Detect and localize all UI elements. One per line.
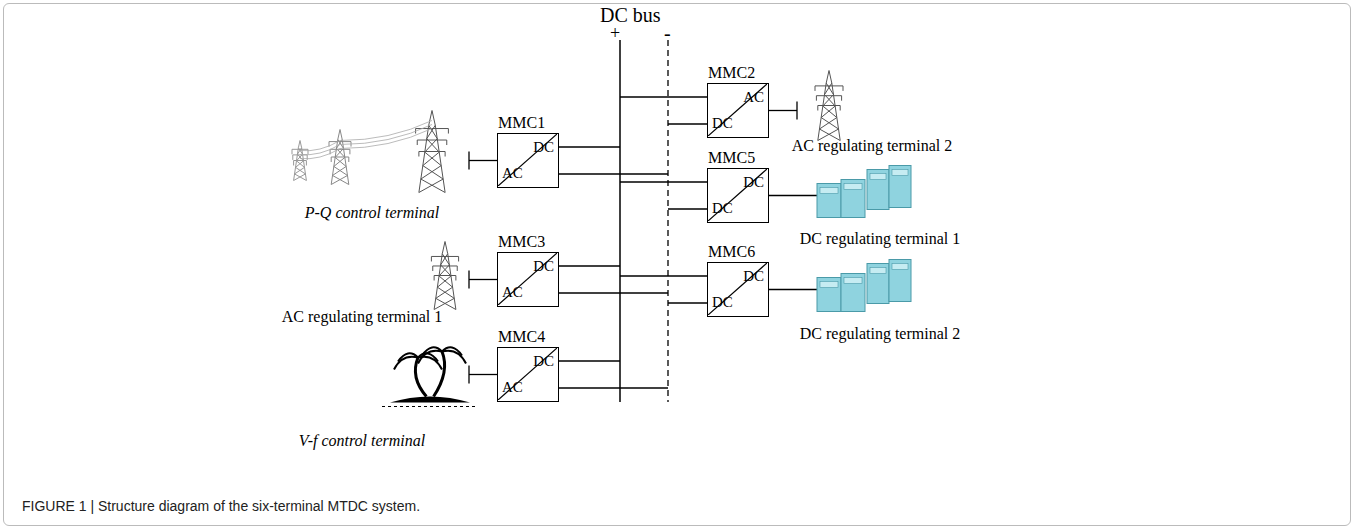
dc-load-cabinet <box>817 166 911 218</box>
port-type: DC <box>533 259 554 274</box>
wire <box>668 302 707 303</box>
wire <box>620 181 707 182</box>
port-type: DC <box>743 269 764 284</box>
converter-box: MMC2ACDC <box>707 83 769 138</box>
wire <box>620 96 707 97</box>
port-type: DC <box>712 295 733 310</box>
transmission-tower <box>815 71 843 141</box>
port-type: DC <box>712 201 733 216</box>
wire <box>559 173 668 174</box>
figure-frame <box>3 3 1351 526</box>
port-type: DC <box>533 140 554 155</box>
island-palm <box>382 347 478 406</box>
converter-box: MMC6DCDC <box>707 262 769 317</box>
wire <box>559 360 620 361</box>
transmission-tower <box>416 111 449 193</box>
wire <box>668 208 707 209</box>
wire <box>559 265 620 266</box>
bus-label: + <box>610 24 620 44</box>
converter-box: MMC5DCDC <box>707 168 769 223</box>
wire <box>769 289 817 290</box>
wire <box>559 146 620 147</box>
wire <box>769 110 797 111</box>
wire <box>559 292 668 293</box>
wire <box>468 271 469 289</box>
transmission-tower <box>329 130 351 185</box>
figure-caption: FIGURE 1 | Structure diagram of the six-… <box>22 498 420 514</box>
bus-label: - <box>664 22 671 44</box>
wire <box>468 366 469 384</box>
converter-box: MMC4DCAC <box>497 347 559 402</box>
transmission-tower <box>431 242 458 310</box>
port-type: DC <box>533 354 554 369</box>
wire <box>468 152 469 170</box>
converter-name: MMC3 <box>498 234 545 250</box>
wire <box>769 195 817 196</box>
converter-box: MMC3DCAC <box>497 252 559 307</box>
terminal-label: DC regulating terminal 2 <box>800 325 960 343</box>
port-type: AC <box>502 166 523 181</box>
port-type: DC <box>712 116 733 131</box>
wire <box>469 160 497 161</box>
converter-name: MMC4 <box>498 329 545 345</box>
port-type: AC <box>743 90 764 105</box>
wire <box>796 102 797 120</box>
wire <box>469 374 497 375</box>
terminal-label: V-f control terminal <box>299 432 426 450</box>
transmission-tower <box>292 141 308 181</box>
dc-bus-negative <box>667 40 668 402</box>
terminal-label: AC regulating terminal 2 <box>792 137 952 155</box>
port-type: AC <box>502 285 523 300</box>
wire <box>469 279 497 280</box>
converter-name: MMC1 <box>498 115 545 131</box>
power-line <box>300 121 432 159</box>
converter-name: MMC6 <box>708 244 755 260</box>
converter-name: MMC5 <box>708 150 755 166</box>
bus-label: DC bus <box>600 4 661 26</box>
dc-load-cabinet <box>817 260 911 312</box>
wire <box>559 387 668 388</box>
converter-name: MMC2 <box>708 65 755 81</box>
wire <box>620 275 707 276</box>
terminal-label: AC regulating terminal 1 <box>282 308 442 326</box>
port-type: DC <box>743 175 764 190</box>
dc-bus-positive <box>619 40 621 402</box>
converter-box: MMC1DCAC <box>497 133 559 188</box>
port-type: AC <box>502 380 523 395</box>
terminal-label: DC regulating terminal 1 <box>800 230 960 248</box>
wire <box>668 123 707 124</box>
terminal-label: P-Q control terminal <box>305 204 440 222</box>
